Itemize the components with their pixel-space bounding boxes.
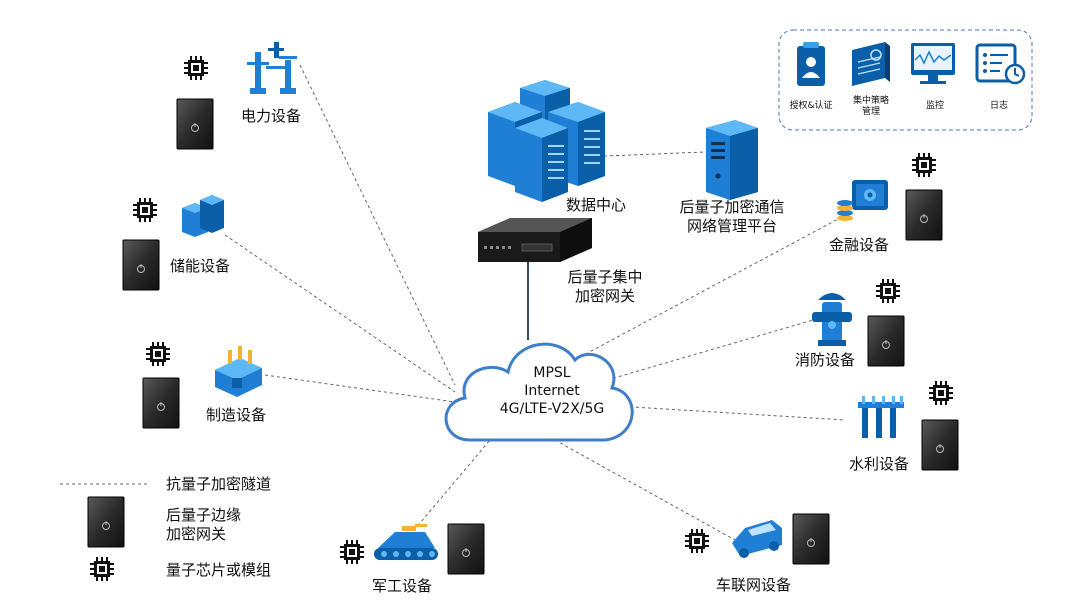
internet-cloud <box>444 342 634 442</box>
edge-gateway-military <box>447 523 485 575</box>
function-panel <box>778 29 1033 131</box>
link-storage <box>224 234 456 393</box>
device-manufacturing-label: 制造设备 <box>206 406 267 424</box>
tunnel-links <box>60 64 846 541</box>
device-storage-label: 储能设备 <box>170 257 231 275</box>
link-power <box>299 64 456 386</box>
link-water <box>599 404 846 421</box>
water-bridge-icon <box>858 396 904 438</box>
link-military <box>409 439 491 536</box>
legend-edge-gateway-line-1: 后量子边缘 <box>166 506 242 524</box>
auth-icon <box>797 42 825 86</box>
edge-gateway-legend <box>87 496 125 548</box>
policy-icon <box>852 42 890 86</box>
device-military-label: 军工设备 <box>372 577 433 595</box>
power-tower-icon <box>247 42 297 94</box>
military-vehicle-icon <box>374 524 438 560</box>
edge-gateway-fire <box>867 315 905 367</box>
central-gateway-label: 后量子集中 加密网关 <box>560 268 650 306</box>
link-finance <box>579 217 841 358</box>
cloud-line-3: 4G/LTE-V2X/5G <box>499 401 605 417</box>
link-vehicle <box>554 439 736 541</box>
device-power-label: 电力设备 <box>241 107 302 125</box>
central-gateway-icon <box>478 218 592 262</box>
chip-icon-military <box>340 540 364 564</box>
chip-icon-power <box>184 56 208 80</box>
cloud-label: MPSL Internet 4G/LTE-V2X/5G <box>482 364 622 418</box>
chip-icon-manufacturing <box>146 342 170 366</box>
management-server-icon <box>706 120 758 200</box>
function-auth-label: 授权&认证 <box>789 101 833 111</box>
cloud-line-2: Internet <box>524 383 580 399</box>
edge-gateway-water <box>921 419 959 471</box>
chip-icon-finance <box>912 153 936 177</box>
edge-gateway-vehicle <box>792 513 830 565</box>
legend-edge-gateway-line-2: 加密网关 <box>166 525 227 543</box>
chip-icon-vehicle <box>685 529 709 553</box>
legend-edge-gateway-label: 后量子边缘 加密网关 <box>166 506 241 544</box>
function-policy-line-1: 集中策略 <box>852 96 889 106</box>
edge-gateway-finance <box>905 189 943 241</box>
central-gateway-line-1: 后量子集中 <box>567 268 643 286</box>
log-icon <box>975 43 1026 85</box>
function-log-label: 日志 <box>989 101 1008 111</box>
device-vehicle-label: 车联网设备 <box>716 576 792 594</box>
chip-icon-storage <box>133 198 157 222</box>
edge-gateway-storage <box>122 239 160 291</box>
edge-gateway-power <box>176 98 214 150</box>
link-fire <box>589 317 821 386</box>
factory-icon <box>215 346 262 397</box>
fire-hydrant-icon <box>812 293 852 346</box>
chip-icon-water <box>929 381 953 405</box>
legend-tunnel-label: 抗量子加密隧道 <box>166 475 272 493</box>
edge-gateway-manufacturing <box>142 377 180 429</box>
management-platform-line-1: 后量子加密通信 <box>679 198 785 216</box>
management-platform-line-2: 网络管理平台 <box>686 217 777 235</box>
function-policy-label: 集中策略 管理 <box>846 96 896 118</box>
management-platform-label: 后量子加密通信 网络管理平台 <box>670 198 794 236</box>
chip-icon-fire <box>876 279 900 303</box>
function-monitor-label: 监控 <box>925 101 944 111</box>
link-manufacturing <box>264 374 456 403</box>
device-fire-label: 消防设备 <box>795 351 856 369</box>
function-policy-line-2: 管理 <box>861 107 880 117</box>
device-water-label: 水利设备 <box>849 455 910 473</box>
monitor-icon <box>911 43 955 84</box>
central-gateway-line-2: 加密网关 <box>574 287 635 305</box>
data-center-servers-icon <box>488 80 605 202</box>
chip-icon-legend <box>90 557 114 581</box>
storage-battery-icon <box>182 195 224 237</box>
safe-coins-icon <box>837 180 888 221</box>
car-icon <box>732 520 782 558</box>
data-center-label: 数据中心 <box>566 196 627 214</box>
cloud-line-1: MPSL <box>533 365 571 381</box>
device-finance-label: 金融设备 <box>829 236 890 254</box>
legend-chip-label: 量子芯片或模组 <box>166 561 272 579</box>
